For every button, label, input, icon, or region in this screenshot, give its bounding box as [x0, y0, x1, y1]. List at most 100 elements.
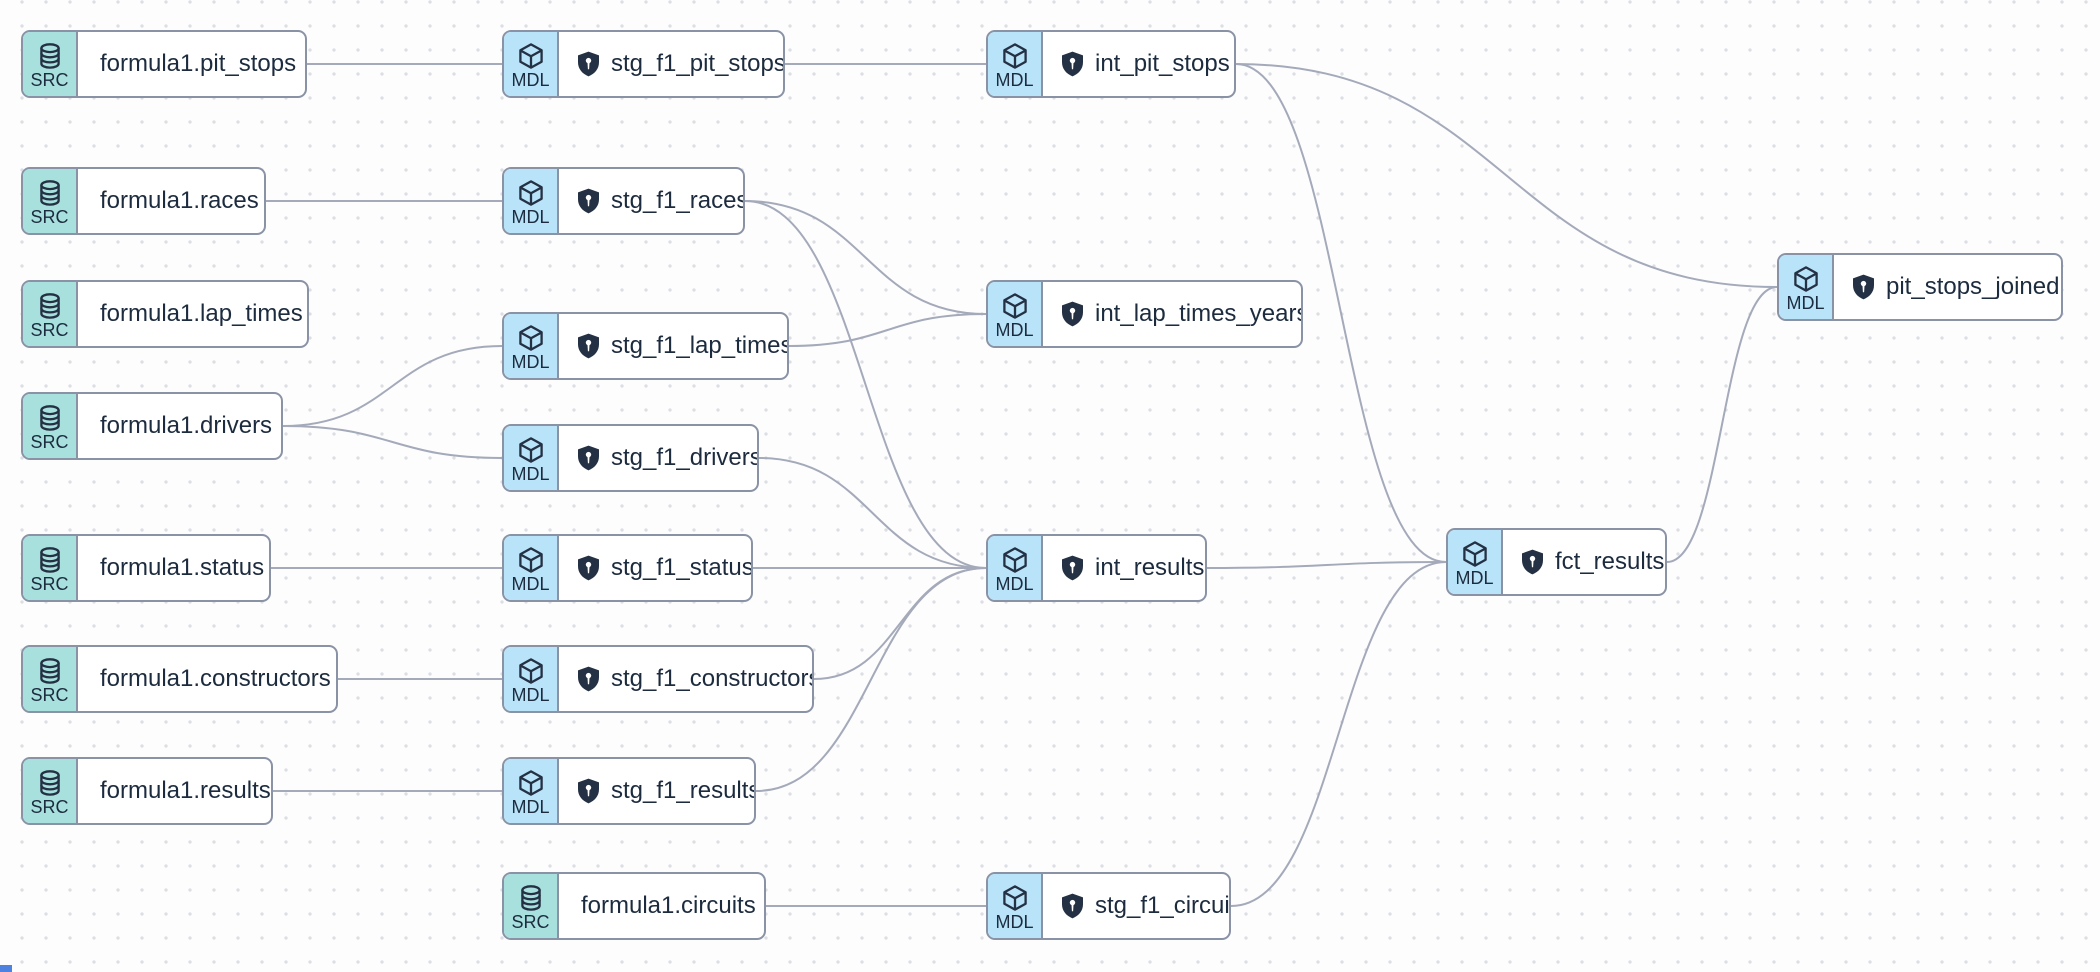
node-src_results[interactable]: SRC formula1.results: [21, 757, 273, 825]
node-type-label: MDL: [995, 319, 1034, 340]
edge-stg_f1_races-to-int_lap_times_years: [744, 200, 987, 315]
node-type-label: MDL: [511, 573, 550, 594]
node-label-wrap: stg_f1_pit_stops: [559, 32, 783, 96]
node-label-wrap: formula1.races: [78, 169, 264, 233]
cube-icon: [518, 546, 543, 573]
node-src_status[interactable]: SRC formula1.status: [21, 534, 271, 602]
node-label: stg_f1_circuits: [1095, 892, 1229, 919]
node-type-badge: MDL: [988, 32, 1043, 96]
node-label-wrap: stg_f1_circuits: [1043, 874, 1229, 938]
node-src_races[interactable]: SRC formula1.races: [21, 167, 266, 235]
cube-icon: [1002, 546, 1027, 573]
node-stg_f1_pit_stops[interactable]: MDL stg_f1_pit_stops: [502, 30, 785, 98]
node-label-wrap: int_pit_stops: [1043, 32, 1234, 96]
node-type-badge: SRC: [23, 394, 78, 458]
node-type-badge: SRC: [23, 536, 78, 600]
node-stg_f1_status[interactable]: MDL stg_f1_status: [502, 534, 753, 602]
node-label: stg_f1_constructors: [611, 665, 812, 692]
node-type-label: MDL: [511, 351, 550, 372]
node-label-wrap: fct_results: [1503, 530, 1665, 594]
node-stg_f1_drivers[interactable]: MDL stg_f1_drivers: [502, 424, 759, 492]
node-label-wrap: int_lap_times_years: [1043, 282, 1301, 346]
node-type-badge: SRC: [23, 32, 78, 96]
node-label-wrap: formula1.pit_stops: [78, 32, 305, 96]
node-label: stg_f1_lap_times: [611, 332, 787, 359]
node-type-badge: MDL: [504, 169, 559, 233]
node-type-label: MDL: [511, 69, 550, 90]
node-label-wrap: formula1.lap_times: [78, 282, 307, 346]
node-type-badge: MDL: [504, 536, 559, 600]
node-src_lap_times[interactable]: SRC formula1.lap_times: [21, 280, 309, 348]
node-label-wrap: formula1.results: [78, 759, 271, 823]
node-label: int_lap_times_years: [1095, 300, 1301, 327]
shield-key-icon: [578, 778, 599, 804]
node-label-wrap: pit_stops_joined: [1834, 255, 2061, 319]
database-icon: [39, 769, 60, 796]
database-icon: [39, 179, 60, 206]
node-int_lap_times_years[interactable]: MDL int_lap_times_years: [986, 280, 1303, 348]
node-stg_f1_races[interactable]: MDL stg_f1_races: [502, 167, 745, 235]
node-label: formula1.results: [100, 777, 271, 804]
node-label: int_pit_stops: [1095, 50, 1230, 77]
node-label: stg_f1_races: [611, 187, 743, 214]
node-int_pit_stops[interactable]: MDL int_pit_stops: [986, 30, 1236, 98]
edge-stg_f1_lap_times-to-int_lap_times_years: [788, 313, 987, 347]
node-stg_f1_lap_times[interactable]: MDL stg_f1_lap_times: [502, 312, 789, 380]
shield-key-icon: [578, 51, 599, 77]
cube-icon: [518, 179, 543, 206]
node-label: int_results: [1095, 554, 1205, 581]
node-label: pit_stops_joined: [1886, 273, 2060, 300]
node-src_constructors[interactable]: SRC formula1.constructors: [21, 645, 338, 713]
node-src_pit_stops[interactable]: SRC formula1.pit_stops: [21, 30, 307, 98]
node-type-badge: MDL: [504, 759, 559, 823]
edge-stg_f1_results-to-int_results: [755, 567, 987, 792]
node-int_results[interactable]: MDL int_results: [986, 534, 1207, 602]
shield-key-icon: [578, 555, 599, 581]
edge-stg_f1_circuits-to-fct_results: [1230, 561, 1447, 907]
node-type-label: SRC: [511, 911, 550, 932]
node-label-wrap: stg_f1_status: [559, 536, 751, 600]
shield-key-icon: [1522, 549, 1543, 575]
shield-key-icon: [1062, 51, 1083, 77]
node-type-label: SRC: [30, 206, 69, 227]
node-src_circuits[interactable]: SRC formula1.circuits: [502, 872, 766, 940]
node-type-label: MDL: [511, 463, 550, 484]
node-type-badge: MDL: [1448, 530, 1503, 594]
edge-int_pit_stops-to-fct_results: [1235, 63, 1447, 563]
edge-int_pit_stops-to-pit_stops_joined: [1235, 63, 1778, 288]
shield-key-icon: [1062, 555, 1083, 581]
node-label: fct_results: [1555, 548, 1665, 575]
node-type-badge: MDL: [988, 282, 1043, 346]
database-icon: [39, 657, 60, 684]
node-type-badge: SRC: [23, 282, 78, 346]
node-label-wrap: formula1.drivers: [78, 394, 281, 458]
node-label: stg_f1_pit_stops: [611, 50, 783, 77]
node-type-label: MDL: [511, 206, 550, 227]
node-type-badge: MDL: [504, 647, 559, 711]
edge-src_drivers-to-stg_f1_drivers: [282, 425, 503, 459]
node-type-label: MDL: [511, 684, 550, 705]
cube-icon: [1002, 884, 1027, 911]
database-icon: [520, 884, 541, 911]
node-fct_results[interactable]: MDL fct_results: [1446, 528, 1667, 596]
node-label: formula1.circuits: [581, 892, 756, 919]
shield-key-icon: [578, 666, 599, 692]
cube-icon: [1462, 540, 1487, 567]
edge-stg_f1_drivers-to-int_results: [758, 457, 987, 569]
node-label-wrap: int_results: [1043, 536, 1205, 600]
node-type-badge: MDL: [504, 426, 559, 490]
node-stg_f1_circuits[interactable]: MDL stg_f1_circuits: [986, 872, 1231, 940]
node-stg_f1_constructors[interactable]: MDL stg_f1_constructors: [502, 645, 814, 713]
node-pit_stops_joined[interactable]: MDL pit_stops_joined: [1777, 253, 2063, 321]
node-src_drivers[interactable]: SRC formula1.drivers: [21, 392, 283, 460]
node-type-badge: MDL: [1779, 255, 1834, 319]
node-type-badge: MDL: [988, 536, 1043, 600]
database-icon: [39, 292, 60, 319]
database-icon: [39, 546, 60, 573]
cube-icon: [518, 42, 543, 69]
node-label-wrap: stg_f1_results: [559, 759, 754, 823]
node-stg_f1_results[interactable]: MDL stg_f1_results: [502, 757, 756, 825]
cube-icon: [518, 769, 543, 796]
